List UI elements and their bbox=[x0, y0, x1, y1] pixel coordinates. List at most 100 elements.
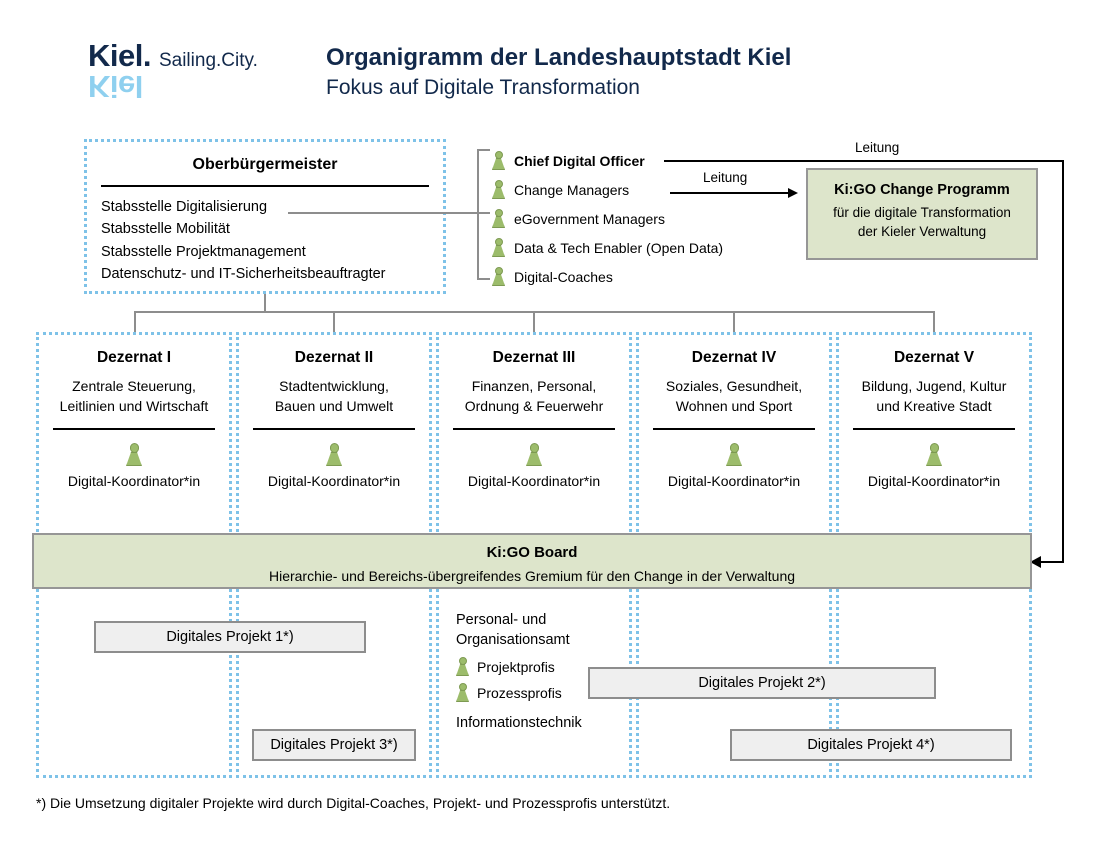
digital-roles-bracket bbox=[477, 149, 490, 280]
person-icon bbox=[456, 683, 469, 703]
dezernat-title: Dezernat II bbox=[294, 349, 374, 366]
dezernat-desc-line2: Bauen und Umwelt bbox=[274, 397, 394, 414]
bus-drop-dezernat-4 bbox=[733, 311, 735, 332]
kigo-programm-line1: für die digitale Transformation bbox=[833, 205, 1011, 220]
leitung-arrow-label: Leitung bbox=[703, 170, 748, 185]
dezernat-coordinator: Digital-Koordinator*in bbox=[867, 473, 1001, 490]
role-data-tech-enabler: Data & Tech Enabler (Open Data) bbox=[492, 233, 792, 262]
oberbuergermeister-title: Oberbürgermeister bbox=[192, 156, 338, 173]
dezernat-title: Dezernat V bbox=[893, 349, 975, 366]
oberbuergermeister-box: Oberbürgermeister Stabsstelle Digitalisi… bbox=[84, 139, 446, 294]
divider bbox=[653, 428, 815, 431]
person-icon bbox=[456, 657, 469, 677]
leitung-board-arrowhead bbox=[1030, 556, 1041, 568]
kiel-logo: Kiel. Sailing.City. Kiel bbox=[88, 40, 308, 110]
dezernat-desc-line1: Stadtentwicklung, bbox=[279, 378, 389, 394]
project-label: Digitales Projekt 1*) bbox=[166, 629, 294, 645]
dezernat-desc-line1: Soziales, Gesundheit, bbox=[665, 378, 803, 394]
digital-roles-list: Chief Digital Officer Change Managers eG… bbox=[492, 146, 792, 291]
person-icon bbox=[326, 443, 342, 467]
person-icon bbox=[492, 209, 505, 228]
person-icon bbox=[926, 443, 942, 467]
kigo-board-title: Ki:GO Board bbox=[486, 544, 578, 561]
dezernat-title: Dezernat I bbox=[96, 349, 172, 366]
digitales-projekt-4-box: Digitales Projekt 4*) bbox=[730, 729, 1012, 761]
digitales-projekt-3-box: Digitales Projekt 3*) bbox=[252, 729, 416, 761]
stabsstellen-list: Stabsstelle Digitalisierung Stabsstelle … bbox=[101, 196, 443, 286]
personal-organisationsamt-block: Personal- und Organisationsamt Projektpr… bbox=[456, 611, 616, 731]
digitales-projekt-2-box: Digitales Projekt 2*) bbox=[588, 667, 936, 699]
dezernat-coordinator: Digital-Koordinator*in bbox=[667, 473, 801, 490]
divider bbox=[101, 185, 429, 187]
kigo-programm-title: Ki:GO Change Programm bbox=[834, 182, 1010, 198]
leitung-arrow-line bbox=[670, 192, 788, 194]
connector-stabsstelle-to-cdo bbox=[288, 212, 490, 214]
bus-drop-dezernat-2 bbox=[333, 311, 335, 332]
person-icon bbox=[526, 443, 542, 467]
role-label: Data & Tech Enabler (Open Data) bbox=[514, 239, 724, 256]
role-label: Change Managers bbox=[514, 181, 630, 198]
person-icon bbox=[726, 443, 742, 467]
stabsstelle-digitalisierung: Stabsstelle Digitalisierung bbox=[101, 199, 268, 215]
divider bbox=[253, 428, 415, 431]
role-egovernment-managers: eGovernment Managers bbox=[492, 204, 792, 233]
bus-drop-dezernat-3 bbox=[533, 311, 535, 332]
poa-informationstechnik: Informationstechnik bbox=[456, 715, 582, 732]
poa-line1: Personal- und bbox=[456, 612, 547, 628]
kigo-change-programm-box: Ki:GO Change Programm für die digitale T… bbox=[806, 168, 1038, 260]
divider bbox=[453, 428, 615, 431]
role-digital-coaches: Digital-Coaches bbox=[492, 262, 792, 291]
kigo-programm-line2: der Kieler Verwaltung bbox=[857, 223, 987, 239]
person-icon bbox=[492, 180, 505, 199]
role-label: Chief Digital Officer bbox=[514, 152, 645, 169]
kigo-board-subtitle: Hierarchie- und Bereichs-übergreifendes … bbox=[268, 568, 796, 584]
dezernat-desc-line1: Finanzen, Personal, bbox=[471, 378, 597, 394]
role-chief-digital-officer: Chief Digital Officer bbox=[492, 146, 792, 175]
poa-line2: Organisationsamt bbox=[456, 631, 570, 648]
leitung-arrow-head bbox=[788, 187, 798, 198]
leitung-top-horizontal bbox=[664, 160, 1064, 162]
person-icon bbox=[492, 238, 505, 257]
leitung-top-label: Leitung bbox=[855, 140, 900, 155]
bus-drop-from-ob bbox=[264, 294, 266, 312]
dezernat-desc-line1: Bildung, Jugend, Kultur bbox=[861, 378, 1007, 394]
project-label: Digitales Projekt 4*) bbox=[807, 737, 935, 753]
role-change-managers: Change Managers bbox=[492, 175, 792, 204]
person-icon bbox=[492, 267, 505, 286]
poa-role-label: Prozessprofis bbox=[477, 684, 562, 701]
divider bbox=[53, 428, 215, 431]
divider bbox=[853, 428, 1015, 431]
dezernat-coordinator: Digital-Koordinator*in bbox=[267, 473, 401, 490]
role-label: Digital-Coaches bbox=[514, 268, 613, 285]
leitung-right-vertical bbox=[1062, 160, 1064, 562]
kigo-board-bar: Ki:GO Board Hierarchie- und Bereichs-übe… bbox=[32, 533, 1032, 589]
logo-claim: Sailing.City. bbox=[158, 50, 258, 71]
project-label: Digitales Projekt 2*) bbox=[698, 675, 826, 691]
stabsstelle-projektmanagement: Stabsstelle Projektmanagement bbox=[101, 243, 306, 260]
person-icon bbox=[492, 151, 505, 170]
poa-role-projektprofis: Projektprofis bbox=[456, 657, 616, 677]
dezernat-desc-line1: Zentrale Steuerung, bbox=[72, 378, 196, 394]
dezernat-title: Dezernat III bbox=[492, 349, 576, 366]
footnote-text: *) Die Umsetzung digitaler Projekte wird… bbox=[36, 795, 671, 811]
logo-wordmark: Kiel. bbox=[88, 38, 151, 73]
stabsstelle-mobilitaet: Stabsstelle Mobilität bbox=[101, 221, 230, 238]
role-label: eGovernment Managers bbox=[514, 210, 665, 227]
dezernat-desc-line2: Leitlinien und Wirtschaft bbox=[59, 397, 209, 414]
logo-mirror-wordmark: Kiel bbox=[88, 69, 143, 104]
dezernat-coordinator: Digital-Koordinator*in bbox=[467, 473, 601, 490]
bus-drop-dezernat-1 bbox=[134, 311, 136, 332]
title-block: Organigramm der Landeshauptstadt Kiel Fo… bbox=[326, 44, 926, 100]
dezernat-desc-line2: und Kreative Stadt bbox=[876, 397, 992, 414]
poa-role-prozessprofis: Prozessprofis bbox=[456, 683, 616, 703]
person-icon bbox=[126, 443, 142, 467]
project-label: Digitales Projekt 3*) bbox=[270, 737, 398, 753]
leitung-board-horizontal bbox=[1040, 561, 1064, 563]
dezernat-title: Dezernat IV bbox=[691, 349, 777, 366]
dezernat-desc-line2: Ordnung & Feuerwehr bbox=[464, 397, 604, 414]
datenschutz-it-sicherheit: Datenschutz- und IT-Sicherheitsbeauftrag… bbox=[101, 266, 386, 283]
digitales-projekt-1-box: Digitales Projekt 1*) bbox=[94, 621, 366, 653]
dezernat-desc-line2: Wohnen und Sport bbox=[675, 397, 793, 414]
page-subtitle: Fokus auf Digitale Transformation bbox=[326, 75, 640, 99]
